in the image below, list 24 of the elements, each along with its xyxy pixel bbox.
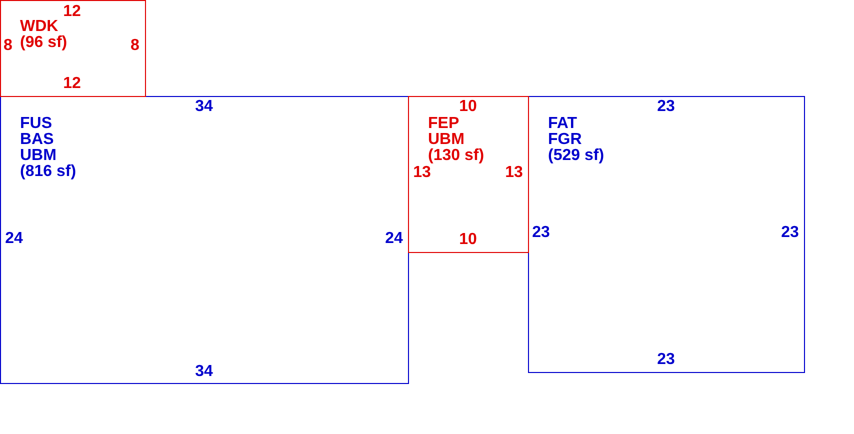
room-label: FEP UBM (130 sf)	[428, 116, 486, 164]
dimension-label: 23	[657, 99, 675, 115]
dimension-label: 13	[505, 165, 523, 181]
room-label: WDK (96 sf)	[20, 19, 68, 51]
room-label: FAT FGR (529 sf)	[548, 116, 606, 164]
dimension-label: 23	[657, 352, 675, 368]
dimension-label: 8	[4, 38, 12, 54]
room-outline	[528, 96, 805, 373]
dimension-label: 24	[5, 231, 23, 247]
dimension-label: 24	[385, 231, 403, 247]
dimension-label: 8	[130, 38, 140, 54]
dimension-label: 34	[195, 364, 213, 380]
room-outline	[408, 96, 529, 253]
dimension-label: 34	[195, 99, 213, 115]
dimension-label: 12	[63, 4, 81, 20]
dimension-label: 10	[459, 99, 477, 115]
dimension-label: 10	[459, 232, 477, 248]
room-outline	[0, 0, 146, 97]
dimension-label: 23	[781, 225, 799, 241]
dimension-label: 13	[413, 165, 431, 181]
room-outline	[0, 96, 409, 384]
dimension-label: 12	[63, 76, 81, 92]
dimension-label: 23	[532, 225, 550, 241]
room-label: FUS BAS UBM (816 sf)	[20, 116, 78, 180]
